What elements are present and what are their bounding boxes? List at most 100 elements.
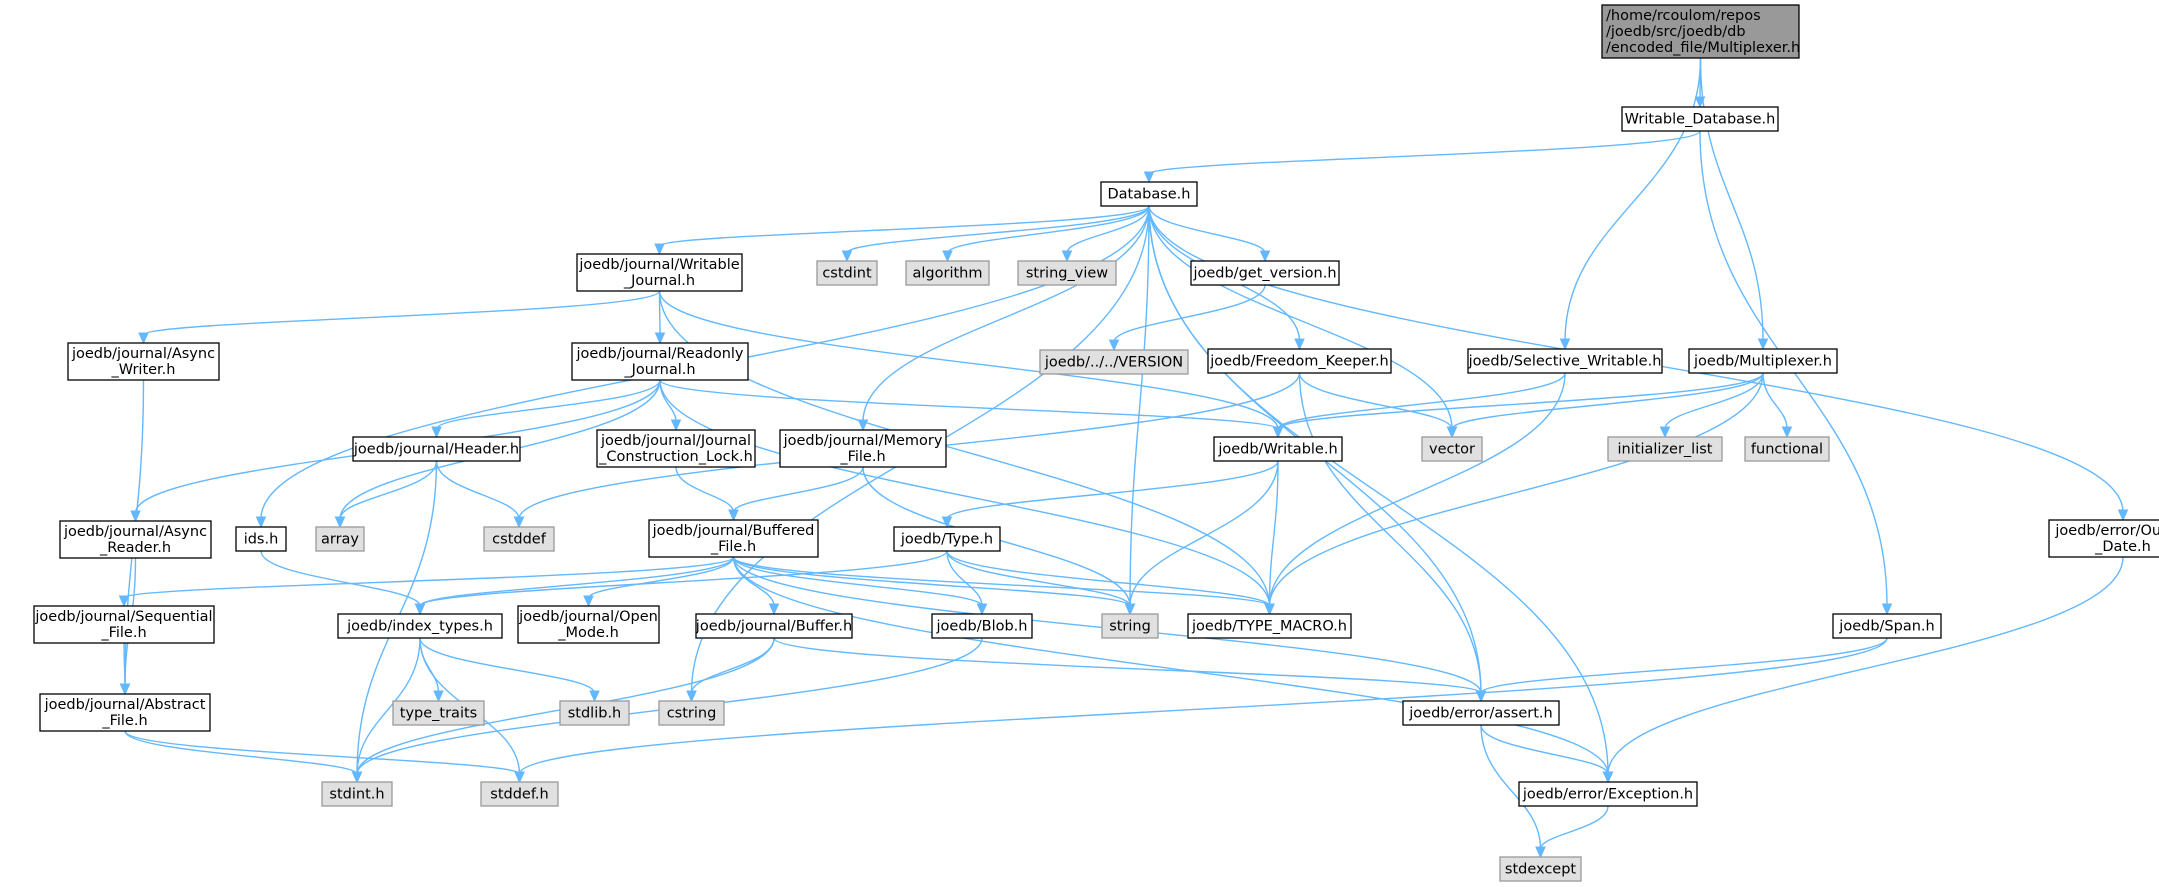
node-buffered-file[interactable]: joedb/journal/Buffered_File.h xyxy=(648,519,819,558)
arrowhead-type-to-string xyxy=(1124,603,1136,616)
node-label: _Mode.h xyxy=(557,625,619,641)
node-construction-lock[interactable]: joedb/journal/Journal_Construction_Lock.… xyxy=(596,429,756,468)
edge-get_version-to-version xyxy=(1113,284,1266,343)
node-array[interactable]: array xyxy=(315,526,365,552)
node-box xyxy=(1039,349,1189,375)
node-memory-file[interactable]: joedb/journal/Memory_File.h xyxy=(779,429,947,468)
node-async-reader[interactable]: joedb/journal/Async_Reader.h xyxy=(59,520,212,559)
node-initializer-list[interactable]: initializer_list xyxy=(1607,436,1723,462)
node-writable-journal[interactable]: joedb/journal/Writable_Journal.h xyxy=(576,253,743,292)
node-box xyxy=(1187,613,1352,639)
node-box xyxy=(517,605,660,644)
arrowhead-assert-to-exception xyxy=(1602,771,1614,784)
node-open-mode[interactable]: joedb/journal/Open_Mode.h xyxy=(517,605,660,644)
node-ids[interactable]: ids.h xyxy=(235,526,287,552)
node-readonly-journal[interactable]: joedb/journal/Readonly_Journal.h xyxy=(571,342,749,381)
edge-assert-to-stdexcept xyxy=(1480,724,1542,850)
node-box xyxy=(695,613,853,639)
edge-assert-to-exception xyxy=(1480,724,1609,775)
edge-buffer-to-cstring xyxy=(690,637,775,694)
node-string[interactable]: string xyxy=(1101,613,1159,639)
node-label: _Journal.h xyxy=(623,362,695,378)
node-box xyxy=(1621,106,1779,132)
arrowhead-index_types-to-type_traits xyxy=(433,690,444,703)
node-label: joedb/Selective_Writable.h xyxy=(1468,354,1662,370)
arrowhead-type-to-type_macro xyxy=(1264,603,1275,616)
node-label: joedb/Blob.h xyxy=(936,619,1028,635)
node-writable-database[interactable]: Writable_Database.h xyxy=(1621,106,1779,132)
node-functional[interactable]: functional xyxy=(1744,436,1830,462)
node-get-version[interactable]: joedb/get_version.h xyxy=(1190,260,1340,286)
node-box xyxy=(1421,436,1483,462)
node-multiplexer[interactable]: joedb/Multiplexer.h xyxy=(1688,348,1838,374)
node-header[interactable]: joedb/journal/Header.h xyxy=(352,436,521,462)
node-label: string_view xyxy=(1026,266,1108,282)
arrowhead-database-to-writable_journal xyxy=(654,243,665,256)
arrowhead-multiplexer_root-to-multiplexer xyxy=(1757,338,1769,351)
node-assert[interactable]: joedb/error/assert.h xyxy=(1402,700,1560,726)
node-stddef-h[interactable]: stddef.h xyxy=(480,781,559,807)
edge-database-to-string_view xyxy=(1066,205,1150,254)
node-box xyxy=(559,700,630,726)
node-box xyxy=(596,429,756,468)
node-writable[interactable]: joedb/Writable.h xyxy=(1213,436,1343,462)
node-index-types[interactable]: joedb/index_types.h xyxy=(337,613,503,639)
edge-sequential_file-to-abstract_file xyxy=(123,642,126,687)
node-blob[interactable]: joedb/Blob.h xyxy=(931,613,1033,639)
arrowhead-buffered_file-to-open_mode xyxy=(583,595,594,608)
node-async-writer[interactable]: joedb/journal/Async_Writer.h xyxy=(67,342,220,381)
node-multiplexer-root[interactable]: /home/rcoulom/repos/joedb/src/joedb/db/e… xyxy=(1601,4,1800,59)
node-label: _File.h xyxy=(101,713,147,729)
node-buffer[interactable]: joedb/journal/Buffer.h xyxy=(695,613,853,639)
node-out-of-date[interactable]: joedb/error/Out_Of_Date.h xyxy=(2048,519,2159,558)
node-box xyxy=(576,253,743,292)
node-label: joedb/journal/Buffer.h xyxy=(695,619,852,635)
node-box xyxy=(648,519,819,558)
node-span[interactable]: joedb/Span.h xyxy=(1832,613,1942,639)
arrowhead-header-to-array xyxy=(334,516,346,529)
node-box xyxy=(1017,260,1117,286)
edge-database-to-memory_file xyxy=(862,205,1150,423)
node-stdint-h[interactable]: stdint.h xyxy=(321,781,393,807)
node-sequential-file[interactable]: joedb/journal/Sequential_File.h xyxy=(33,605,215,644)
node-label: _File.h xyxy=(839,449,885,465)
node-box xyxy=(480,781,559,807)
node-label: cstring xyxy=(667,706,717,722)
edge-database-to-exception xyxy=(1148,205,1609,775)
edge-database-to-get_version xyxy=(1148,205,1266,254)
node-box xyxy=(1601,4,1800,59)
node-label: joedb/journal/Sequential xyxy=(34,609,212,625)
node-exception[interactable]: joedb/error/Exception.h xyxy=(1518,781,1698,807)
node-cstddef[interactable]: cstddef xyxy=(483,526,555,552)
node-box xyxy=(1688,348,1838,374)
node-abstract-file[interactable]: joedb/journal/Abstract_File.h xyxy=(39,693,211,732)
node-label: joedb/Span.h xyxy=(1838,619,1934,635)
node-label: joedb/get_version.h xyxy=(1192,266,1336,282)
edge-selective_writable-to-writable xyxy=(1277,372,1566,430)
node-vector[interactable]: vector xyxy=(1421,436,1483,462)
node-database[interactable]: Database.h xyxy=(1100,181,1198,207)
arrowhead-database-to-string_view xyxy=(1061,250,1073,263)
node-algorithm[interactable]: algorithm xyxy=(905,260,990,286)
node-box xyxy=(893,526,1001,552)
arrowhead-buffer-to-cstring xyxy=(686,690,697,703)
node-stdlib-h[interactable]: stdlib.h xyxy=(559,700,630,726)
node-label: _Construction_Lock.h xyxy=(598,449,753,465)
node-type[interactable]: joedb/Type.h xyxy=(893,526,1001,552)
node-freedom-keeper[interactable]: joedb/Freedom_Keeper.h xyxy=(1207,348,1392,374)
node-cstring[interactable]: cstring xyxy=(658,700,725,726)
node-stdexcept[interactable]: stdexcept xyxy=(1499,856,1582,882)
edge-buffered_file-to-exception xyxy=(732,556,1609,775)
node-cstdint[interactable]: cstdint xyxy=(816,260,878,286)
node-type-macro[interactable]: joedb/TYPE_MACRO.h xyxy=(1187,613,1352,639)
node-selective-writable[interactable]: joedb/Selective_Writable.h xyxy=(1467,348,1663,374)
edge-database-to-cstdint xyxy=(846,205,1150,254)
node-box xyxy=(816,260,878,286)
node-box xyxy=(321,781,393,807)
node-string-view[interactable]: string_view xyxy=(1017,260,1117,286)
node-type-traits[interactable]: type_traits xyxy=(392,700,485,726)
node-label: _File.h xyxy=(100,625,146,641)
node-version[interactable]: joedb/../../VERSION xyxy=(1039,349,1189,375)
node-label: joedb/error/Out_Of xyxy=(2054,523,2159,539)
edge-writable_database-to-database xyxy=(1148,130,1701,175)
